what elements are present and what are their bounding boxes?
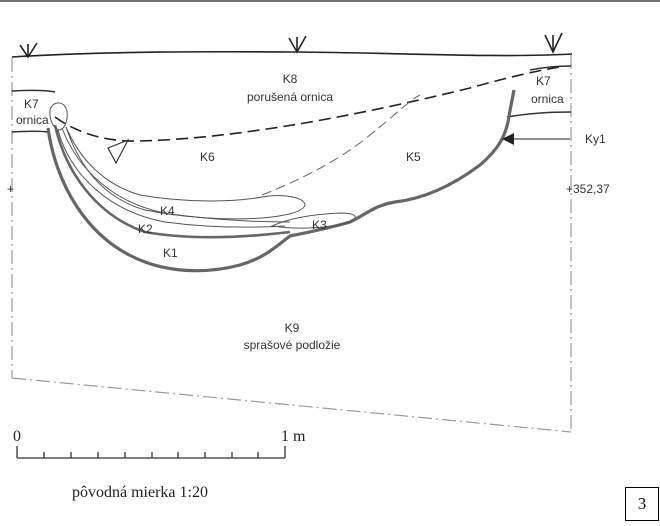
topsoil-base-left-lower bbox=[11, 130, 49, 133]
label-k9-desc: sprašové podložie bbox=[244, 338, 341, 352]
ground-surface-line bbox=[11, 50, 573, 58]
label-ky1: Ky1 bbox=[585, 132, 606, 146]
k1-boundary bbox=[53, 124, 291, 239]
left-datum-marker: + bbox=[7, 182, 14, 196]
label-k6: K6 bbox=[200, 150, 215, 164]
section-boundary-bottom bbox=[11, 377, 572, 433]
label-k3: K3 bbox=[312, 218, 327, 232]
label-k8: K8 bbox=[283, 72, 298, 86]
k3-lens bbox=[270, 212, 356, 229]
scale-caption: pôvodná mierka 1:20 bbox=[72, 484, 208, 501]
label-k9: K9 bbox=[285, 321, 300, 335]
topsoil-base-right bbox=[529, 65, 572, 71]
label-k2: K2 bbox=[138, 222, 153, 236]
grass-symbol-right bbox=[544, 32, 563, 54]
label-k7-right-desc: ornica bbox=[531, 92, 564, 106]
inclusion-shape bbox=[107, 138, 130, 165]
k5-k6-boundary-dashed bbox=[261, 94, 421, 196]
topsoil-base-left bbox=[11, 89, 56, 93]
scale-end-label: 1 m bbox=[281, 428, 306, 445]
label-k5: K5 bbox=[406, 150, 421, 164]
scale-start-label: 0 bbox=[13, 428, 21, 445]
ky1-arrowhead bbox=[502, 133, 514, 145]
label-k4: K4 bbox=[160, 204, 175, 218]
topsoil-base-right-lower bbox=[506, 111, 572, 118]
k4-lens bbox=[65, 126, 306, 220]
elevation-label: +352,37 bbox=[566, 182, 610, 196]
label-k7-left: K7 bbox=[24, 97, 39, 111]
figure-number: 3 bbox=[625, 487, 659, 521]
rim-piece bbox=[49, 102, 68, 131]
k2-band-inner bbox=[61, 127, 291, 223]
label-k8-desc: porušená ornica bbox=[247, 90, 333, 104]
label-k7-right: K7 bbox=[536, 74, 551, 88]
pit-outline bbox=[46, 89, 516, 273]
grass-symbol-middle bbox=[288, 35, 307, 54]
label-k7-left-desc: ornica bbox=[16, 113, 49, 127]
k2-band bbox=[57, 129, 286, 228]
scale-bar bbox=[16, 446, 286, 459]
grass-symbol-left bbox=[19, 42, 38, 59]
k8-boundary-dashed bbox=[54, 66, 561, 142]
label-k1: K1 bbox=[163, 246, 178, 260]
